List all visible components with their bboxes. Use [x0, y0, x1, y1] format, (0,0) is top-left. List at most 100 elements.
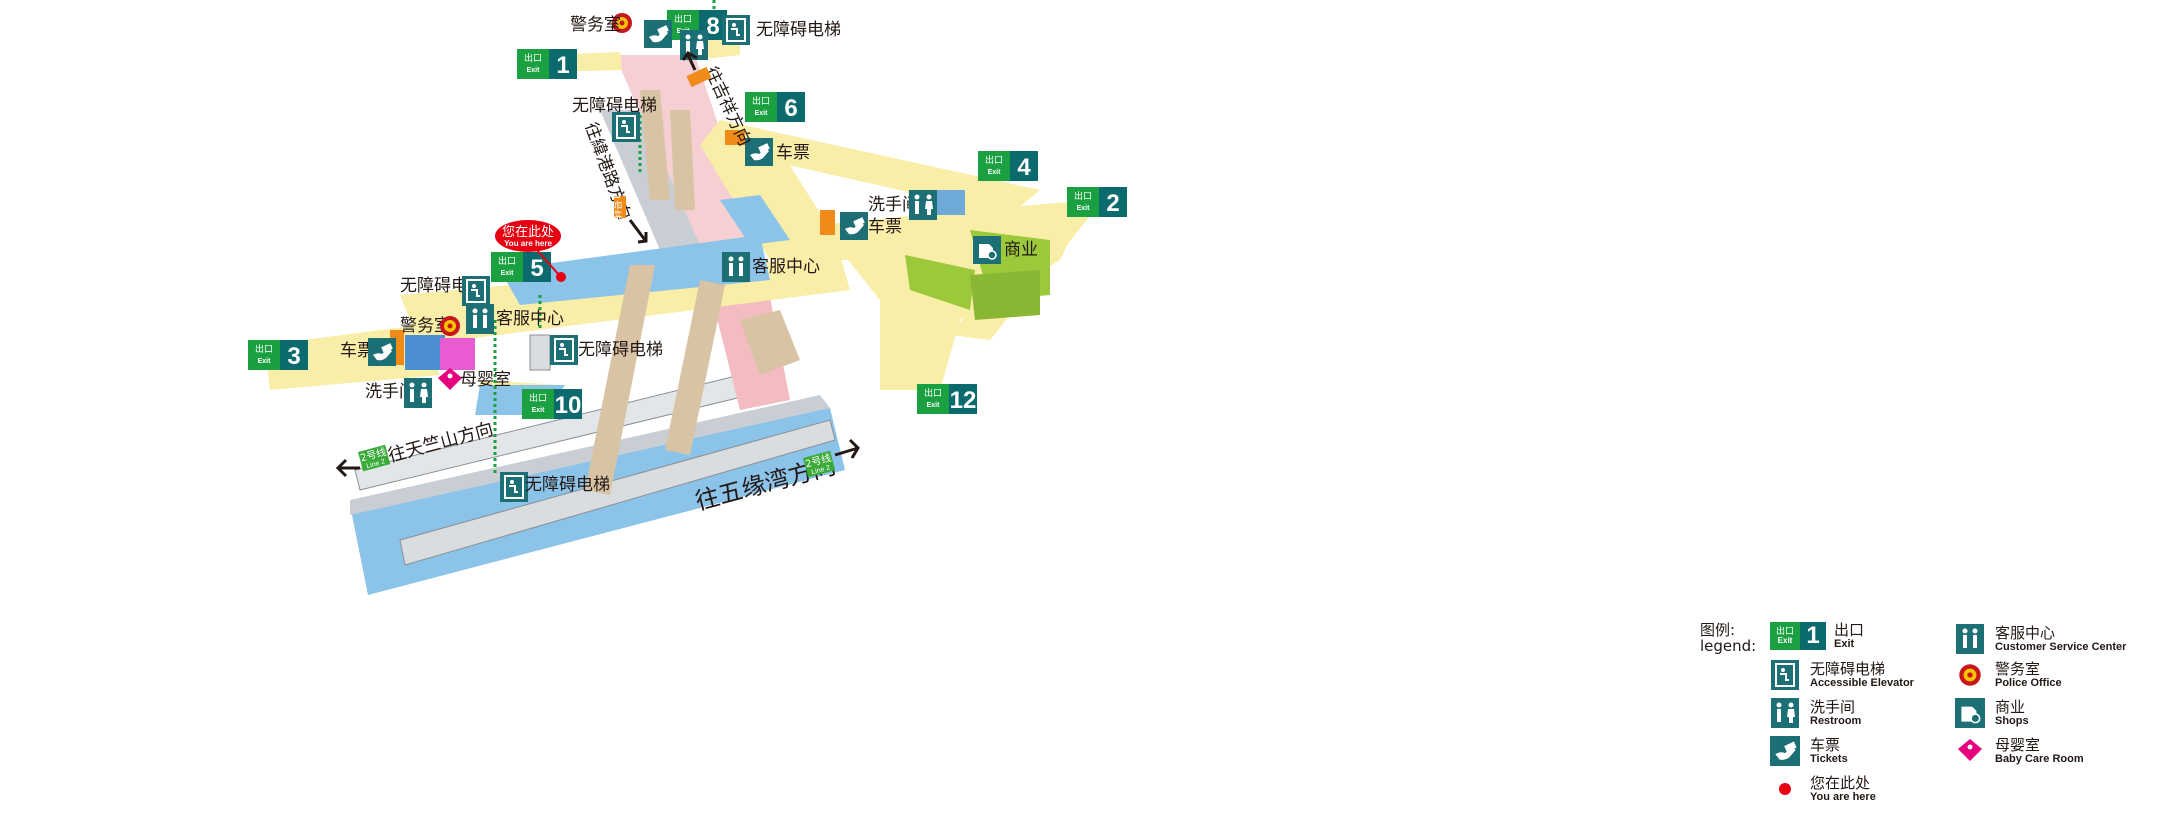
- legend-item-tickets: 车票 Tickets: [1770, 736, 1848, 766]
- restroom-block-left: [405, 335, 445, 370]
- exit-10: 出口 Exit 10: [522, 389, 582, 419]
- baby-care-icon: [1958, 739, 1982, 761]
- you-are-here-dot-icon: [1779, 783, 1791, 795]
- legend-item-shops: 商业 Shops: [1955, 698, 2029, 728]
- svg-text:Exit: Exit: [527, 67, 541, 74]
- svg-text:出口: 出口: [924, 387, 942, 399]
- exit-12: 出口 Exit 12: [917, 384, 977, 414]
- svg-text:出口: 出口: [524, 52, 542, 64]
- customer-service-icon: [1956, 624, 1984, 654]
- legend-item-elevator: 无障碍电梯 Accessible Elevator: [1770, 660, 1914, 690]
- platform-trains: [399, 419, 836, 566]
- svg-text:Exit: Exit: [532, 407, 546, 414]
- svg-text:出口: 出口: [674, 13, 692, 25]
- legend-title: 图例: legend:: [1700, 621, 1757, 655]
- accessible-elevator-icon: [721, 14, 751, 46]
- svg-text:Line 2: Line 2: [366, 458, 386, 470]
- svg-text:Line 2: Line 2: [811, 464, 831, 476]
- label-service-left: 客服中心: [496, 309, 564, 329]
- police-emblem-icon: [1959, 664, 1981, 686]
- svg-text:2: 2: [1106, 190, 1119, 217]
- legend-item-restroom: 洗手间 Restroom: [1770, 698, 1861, 728]
- label-police-left: 警务室: [400, 316, 451, 336]
- ticket-icon: [644, 20, 672, 48]
- label-shops: 商业: [1004, 240, 1038, 260]
- label-restroom-right: 洗手间: [868, 195, 919, 215]
- concourse-exit12: [880, 300, 960, 390]
- label-elevator-platform: 无障碍电梯: [525, 475, 610, 495]
- svg-text:Exit: Exit: [501, 270, 515, 277]
- shop-block-3: [970, 270, 1040, 320]
- line1-badge-lower-text: 1号线: [610, 194, 623, 220]
- legend-item-baby: 母婴室 Baby Care Room: [1955, 736, 2084, 766]
- svg-text:出口: 出口: [752, 95, 770, 107]
- svg-text:1: 1: [556, 52, 569, 79]
- svg-text:出口: 出口: [1074, 190, 1092, 202]
- svg-text:Exit: Exit: [1077, 205, 1091, 212]
- arrow-upper-2: [628, 219, 648, 244]
- escalator-right: [665, 280, 725, 455]
- concourse-mid: [700, 145, 850, 260]
- legend-item-police: 警务室 Police Office: [1955, 660, 2062, 690]
- shop-icon: [972, 235, 1002, 265]
- accessible-elevator-icon: [499, 471, 529, 503]
- shop-block-2: [905, 255, 975, 310]
- svg-text:3: 3: [287, 343, 300, 370]
- platform-lower-tracks: [350, 395, 830, 515]
- line1-badge-upper: [686, 66, 712, 88]
- svg-text:Exit: Exit: [258, 358, 272, 365]
- label-tickets-left: 车票: [340, 341, 374, 361]
- ticket-icon: [368, 338, 396, 366]
- line2-badge-right: 2号线 Line 2: [803, 450, 836, 478]
- escalator-left: [585, 265, 655, 495]
- arrow-platform-left: [335, 458, 360, 478]
- label-elevator-mid: 无障碍电梯: [578, 340, 663, 360]
- ticket-machine-mid: [820, 210, 835, 235]
- label-elevator-top: 无障碍电梯: [756, 20, 841, 40]
- elevator-shaft-mid: [529, 334, 551, 371]
- svg-text:出口: 出口: [498, 255, 516, 267]
- svg-text:12: 12: [950, 387, 977, 414]
- restroom-icon: [909, 190, 937, 220]
- label-police-top: 警务室: [570, 15, 621, 35]
- line1-badge-lower: [614, 196, 626, 218]
- svg-text:10: 10: [555, 392, 582, 419]
- baby-care-icon: [438, 368, 462, 390]
- label-restroom-left: 洗手间: [365, 382, 416, 402]
- concourse-right-wing: [820, 200, 1090, 320]
- restroom-icon: [1771, 698, 1799, 728]
- ticket-icon: [840, 212, 868, 240]
- exit-1: 出口 Exit 1: [517, 49, 577, 79]
- svg-text:4: 4: [1017, 154, 1031, 181]
- svg-text:Exit: Exit: [988, 169, 1002, 176]
- svg-text:您在此处: 您在此处: [502, 224, 554, 240]
- you-are-here-marker: 您在此处 You are here: [495, 220, 566, 282]
- svg-text:5: 5: [530, 255, 543, 282]
- svg-text:出口: 出口: [255, 343, 273, 355]
- accessible-elevator-icon: [549, 334, 579, 366]
- arrow-platform-right: [834, 438, 860, 459]
- ticket-icon: [1770, 736, 1800, 766]
- arrow-upper-1: [681, 51, 698, 71]
- svg-text:Exit: Exit: [755, 110, 769, 117]
- exit-2: 出口 Exit 2: [1067, 187, 1127, 217]
- svg-text:6: 6: [784, 95, 797, 122]
- restroom-icon: [404, 378, 432, 408]
- baby-room-block: [440, 338, 475, 370]
- svg-text:You are here: You are here: [504, 239, 552, 248]
- legend-item-service: 客服中心 Customer Service Center: [1955, 624, 2126, 654]
- svg-text:Exit: Exit: [927, 402, 941, 409]
- label-elevator-upper-left: 无障碍电梯: [572, 96, 657, 116]
- exit-5: 出口 Exit 5: [491, 252, 551, 282]
- customer-service-icon: [466, 304, 494, 334]
- svg-text:出口: 出口: [529, 392, 547, 404]
- exit-3: 出口 Exit 3: [248, 340, 308, 370]
- legend-item-here: 您在此处 You are here: [1770, 774, 1876, 804]
- exit-6: 出口 Exit 6: [745, 92, 805, 122]
- label-tickets-mid: 车票: [868, 217, 902, 237]
- police-emblem-icon: [440, 316, 460, 336]
